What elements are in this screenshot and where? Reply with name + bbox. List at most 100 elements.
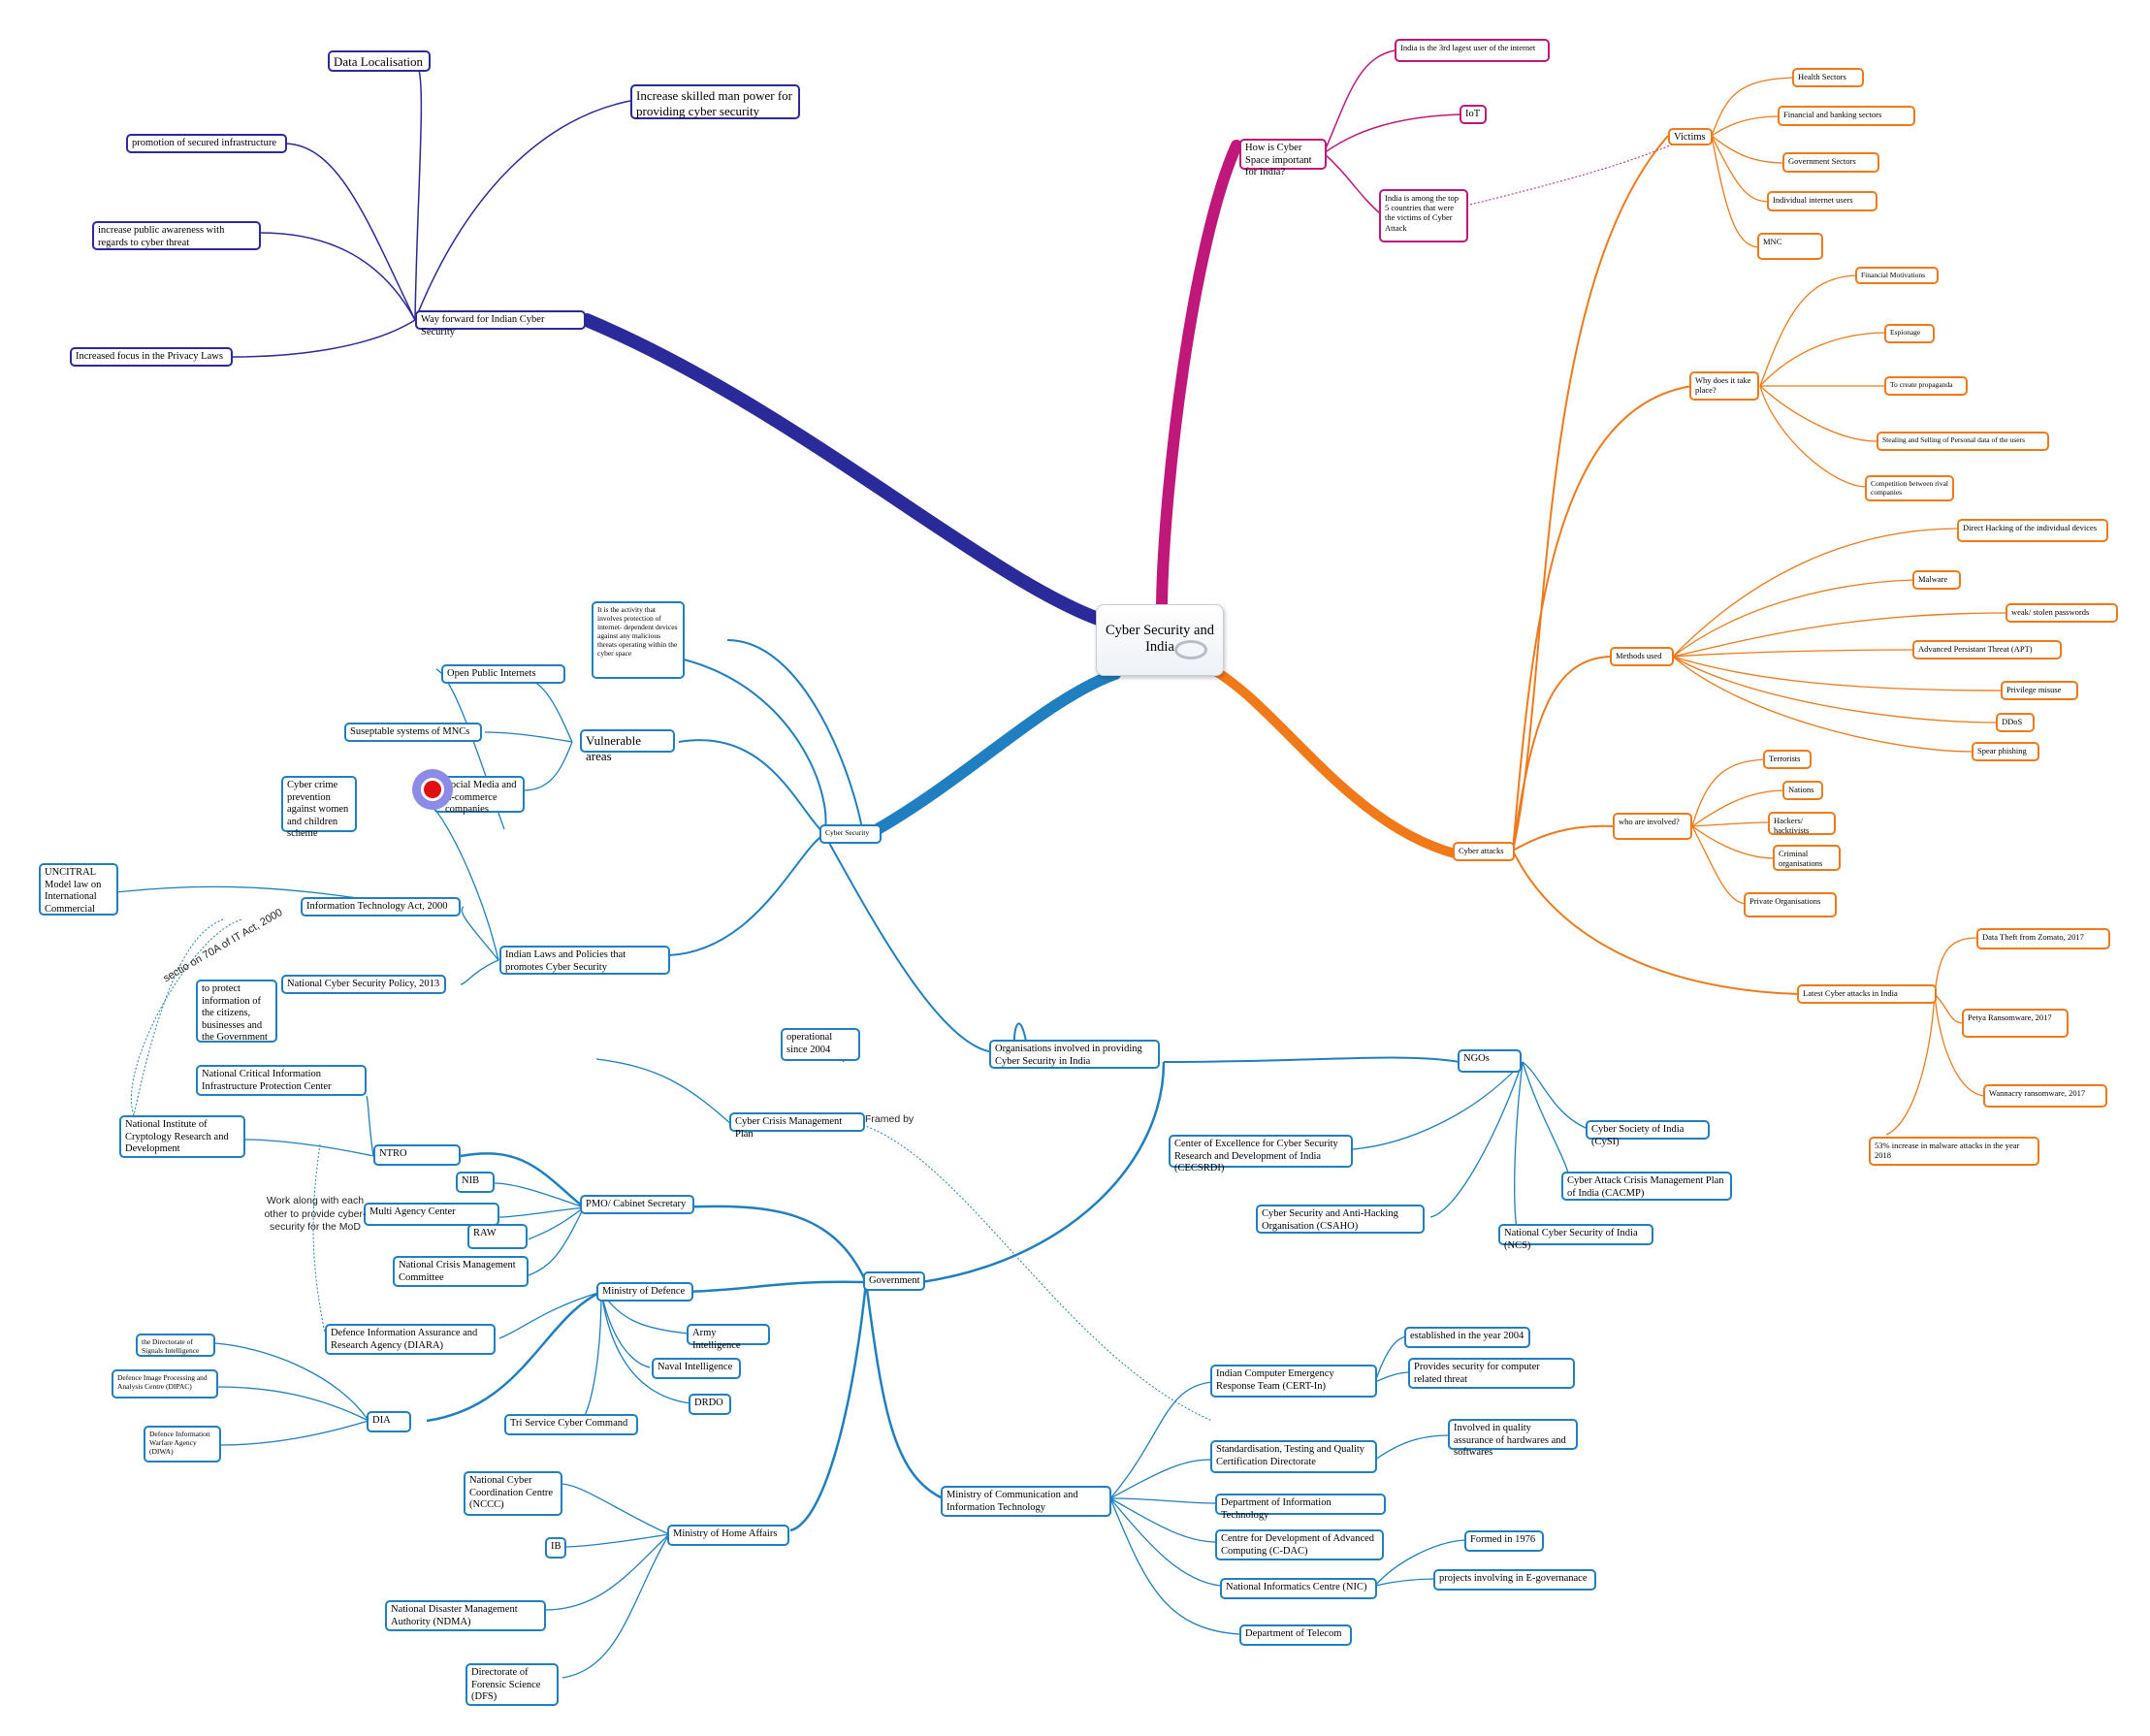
ngo-cacmp[interactable]: Cyber Attack Crisis Management Plan of I…: [1561, 1172, 1732, 1201]
topic-ngos[interactable]: NGOs: [1458, 1049, 1522, 1073]
ngo-cysi[interactable]: Cyber Society of India (CySI): [1586, 1120, 1710, 1147]
crisis-operational-since[interactable]: operational since 2004: [781, 1028, 860, 1061]
method-ddos[interactable]: DDoS: [1996, 713, 2035, 732]
topic-why-attacks[interactable]: Why does it take place?: [1689, 371, 1759, 401]
topic-methods-used[interactable]: Methods used: [1610, 647, 1674, 666]
nic-e-governance[interactable]: projects involving in E-governanace: [1433, 1569, 1596, 1591]
method-privilege-misuse[interactable]: Privilege misuse: [2001, 681, 2078, 700]
latest-malware-increase[interactable]: 53% increase in malware attacks in the y…: [1869, 1137, 2039, 1166]
mha-ndma[interactable]: National Disaster Management Authority (…: [385, 1600, 546, 1631]
cert-provides-security[interactable]: Provides security for computer related t…: [1408, 1358, 1575, 1389]
nic-formed[interactable]: Formed in 1976: [1464, 1530, 1544, 1552]
law-it-act[interactable]: Information Technology Act, 2000: [301, 897, 461, 916]
ntro-nciipc[interactable]: National Critical Information Infrastruc…: [196, 1065, 367, 1096]
victim-financial[interactable]: Financial and banking sectors: [1778, 106, 1915, 126]
mha-nccc[interactable]: National Cyber Coordination Centre (NCCC…: [464, 1471, 562, 1516]
meity-dept-it[interactable]: Department of Information Technology: [1215, 1494, 1386, 1521]
dia-dipac[interactable]: Defence Image Processing and Analysis Ce…: [112, 1369, 218, 1398]
topic-victims[interactable]: Victims: [1668, 128, 1713, 145]
mod-army-intelligence[interactable]: Army Intelligence: [687, 1324, 770, 1351]
topic-pmo[interactable]: PMO/ Cabinet Secretary: [580, 1195, 694, 1214]
victim-health[interactable]: Health Sectors: [1792, 68, 1864, 87]
topic-skilled-manpower[interactable]: Increase skilled man power for providing…: [630, 84, 800, 119]
victim-mnc[interactable]: MNC: [1757, 233, 1823, 260]
meity-cert-in[interactable]: Indian Computer Emergency Response Team …: [1210, 1365, 1377, 1398]
pmo-nib[interactable]: NIB: [456, 1172, 495, 1193]
latest-petya[interactable]: Petya Ransomware, 2017: [1962, 1009, 2069, 1038]
law-uncitral[interactable]: UNCITRAL Model law on International Comm…: [39, 863, 118, 916]
vulnerable-mnc-systems[interactable]: Suseptable systems of MNCs: [344, 723, 482, 742]
topic-attack-victims[interactable]: India is among the top 5 countries that …: [1379, 189, 1468, 242]
stqc-quality-assurance[interactable]: Involved in quality assurance of hardwar…: [1448, 1419, 1578, 1458]
pmo-multi-agency-center[interactable]: Multi Agency Center: [364, 1203, 499, 1226]
pmo-crisis-committee[interactable]: National Crisis Management Committee: [393, 1256, 529, 1287]
topic-cyber-space-importance[interactable]: How is Cyber Space important for India?: [1239, 139, 1327, 177]
ntro-nicrd[interactable]: National Institute of Cryptology Researc…: [119, 1115, 245, 1158]
mod-naval-intelligence[interactable]: Naval Intelligence: [652, 1358, 741, 1379]
meity-cdac[interactable]: Centre for Development of Advanced Compu…: [1215, 1529, 1384, 1560]
topic-public-awareness[interactable]: increase public awareness with regards t…: [92, 221, 261, 250]
topic-organisations[interactable]: Organisations involved in providing Cybe…: [989, 1040, 1160, 1069]
central-topic[interactable]: Cyber Security and India: [1096, 604, 1224, 676]
cyber-security-definition[interactable]: It is the activity that involves protect…: [592, 601, 685, 679]
topic-crisis-management-plan[interactable]: Cyber Crisis Management Plan: [729, 1112, 865, 1140]
victim-government[interactable]: Government Sectors: [1782, 152, 1879, 173]
topic-internet-user[interactable]: India is the 3rd lagest user of the inte…: [1395, 39, 1550, 62]
topic-way-forward[interactable]: Way forward for Indian Cyber Security: [415, 310, 586, 338]
latest-wannacry[interactable]: Wannacry ransomware, 2017: [1983, 1084, 2107, 1108]
mod-tri-service-command[interactable]: Tri Service Cyber Command: [504, 1414, 638, 1435]
why-espionage[interactable]: Espionage: [1884, 324, 1935, 343]
topic-who-involved[interactable]: who are involved?: [1613, 813, 1692, 840]
mod-drdo[interactable]: DRDO: [689, 1394, 731, 1415]
method-malware[interactable]: Malware: [1912, 570, 1961, 590]
why-competition[interactable]: Competition between rival companies: [1865, 475, 1954, 501]
topic-home-affairs[interactable]: Ministry of Home Affairs: [667, 1525, 789, 1546]
mha-dfs[interactable]: Directorate of Forensic Science (DFS): [465, 1663, 559, 1706]
law-women-children-scheme[interactable]: Cyber crime prevention against women and…: [281, 776, 357, 839]
topic-privacy-laws[interactable]: Increased focus in the Privacy Laws: [70, 347, 233, 367]
method-spear-phishing[interactable]: Spear phishing: [1972, 742, 2039, 761]
ngo-ncs[interactable]: National Cyber Security of India (NCS): [1498, 1224, 1653, 1251]
ngo-cecsrdi[interactable]: Center of Excellence for Cyber Security …: [1169, 1135, 1353, 1173]
method-direct-hacking[interactable]: Direct Hacking of the individual devices: [1957, 519, 2108, 542]
policy-protect-info[interactable]: to protect information of the citizens, …: [196, 980, 277, 1043]
mha-ib[interactable]: IB: [545, 1537, 566, 1559]
topic-cyber-attacks[interactable]: Cyber attacks: [1453, 842, 1515, 861]
topic-ntro[interactable]: NTRO: [373, 1144, 461, 1166]
topic-cyber-security[interactable]: Cyber Security: [819, 824, 882, 844]
why-financial[interactable]: Financial Motivations: [1855, 267, 1939, 284]
who-nations[interactable]: Nations: [1782, 781, 1823, 800]
mod-diara[interactable]: Defence Information Assurance and Resear…: [325, 1324, 496, 1355]
why-stealing-data[interactable]: Stealing and Selling of Personal data of…: [1877, 432, 2049, 451]
meity-stqc[interactable]: Standardisation, Testing and Quality Cer…: [1210, 1440, 1377, 1473]
ngo-csaho[interactable]: Cyber Security and Anti-Hacking Organisa…: [1256, 1205, 1425, 1234]
dia-diwa[interactable]: Defence Information Warfare Agency (DIWA…: [144, 1426, 221, 1463]
meity-nic[interactable]: National Informatics Centre (NIC): [1220, 1578, 1377, 1599]
topic-dia[interactable]: DIA: [367, 1411, 411, 1432]
victim-individual[interactable]: Individual internet users: [1767, 191, 1877, 211]
latest-zomato[interactable]: Data Theft from Zomato, 2017: [1976, 928, 2110, 949]
method-apt[interactable]: Advanced Persistant Threat (APT): [1912, 640, 2062, 659]
who-hackers[interactable]: Hackers/ hacktivists: [1768, 812, 1836, 835]
why-propaganda[interactable]: To create propaganda: [1884, 376, 1968, 396]
who-terrorists[interactable]: Terrorists: [1763, 750, 1812, 769]
cert-established[interactable]: established in the year 2004: [1404, 1327, 1530, 1348]
topic-government[interactable]: Government: [863, 1271, 925, 1291]
topic-data-localisation[interactable]: Data Localisation: [328, 50, 431, 72]
topic-latest-attacks[interactable]: Latest Cyber attacks in India: [1797, 984, 1937, 1004]
law-cyber-security-policy[interactable]: National Cyber Security Policy, 2013: [281, 975, 446, 994]
topic-indian-laws[interactable]: Indian Laws and Policies that promotes C…: [499, 946, 670, 975]
topic-ministry-of-defence[interactable]: Ministry of Defence: [596, 1282, 693, 1302]
topic-secured-infrastructure[interactable]: promotion of secured infrastructure: [126, 134, 287, 153]
method-passwords[interactable]: weak/ stolen passwords: [2006, 603, 2118, 623]
who-criminal[interactable]: Criminal organisations: [1773, 845, 1841, 871]
meity-dept-telecom[interactable]: Department of Telecom: [1239, 1624, 1352, 1646]
pmo-raw[interactable]: RAW: [467, 1224, 528, 1249]
vulnerable-public-internets[interactable]: Open Public Internets: [441, 664, 565, 684]
topic-vulnerable-areas[interactable]: Vulnerable areas: [580, 729, 675, 763]
dia-signals[interactable]: the Directorate of Signals Intelligence: [136, 1334, 215, 1357]
topic-iot[interactable]: IoT: [1460, 105, 1487, 124]
who-private[interactable]: Private Organisations: [1744, 892, 1837, 917]
topic-communication-it[interactable]: Ministry of Communication and Informatio…: [941, 1486, 1111, 1517]
